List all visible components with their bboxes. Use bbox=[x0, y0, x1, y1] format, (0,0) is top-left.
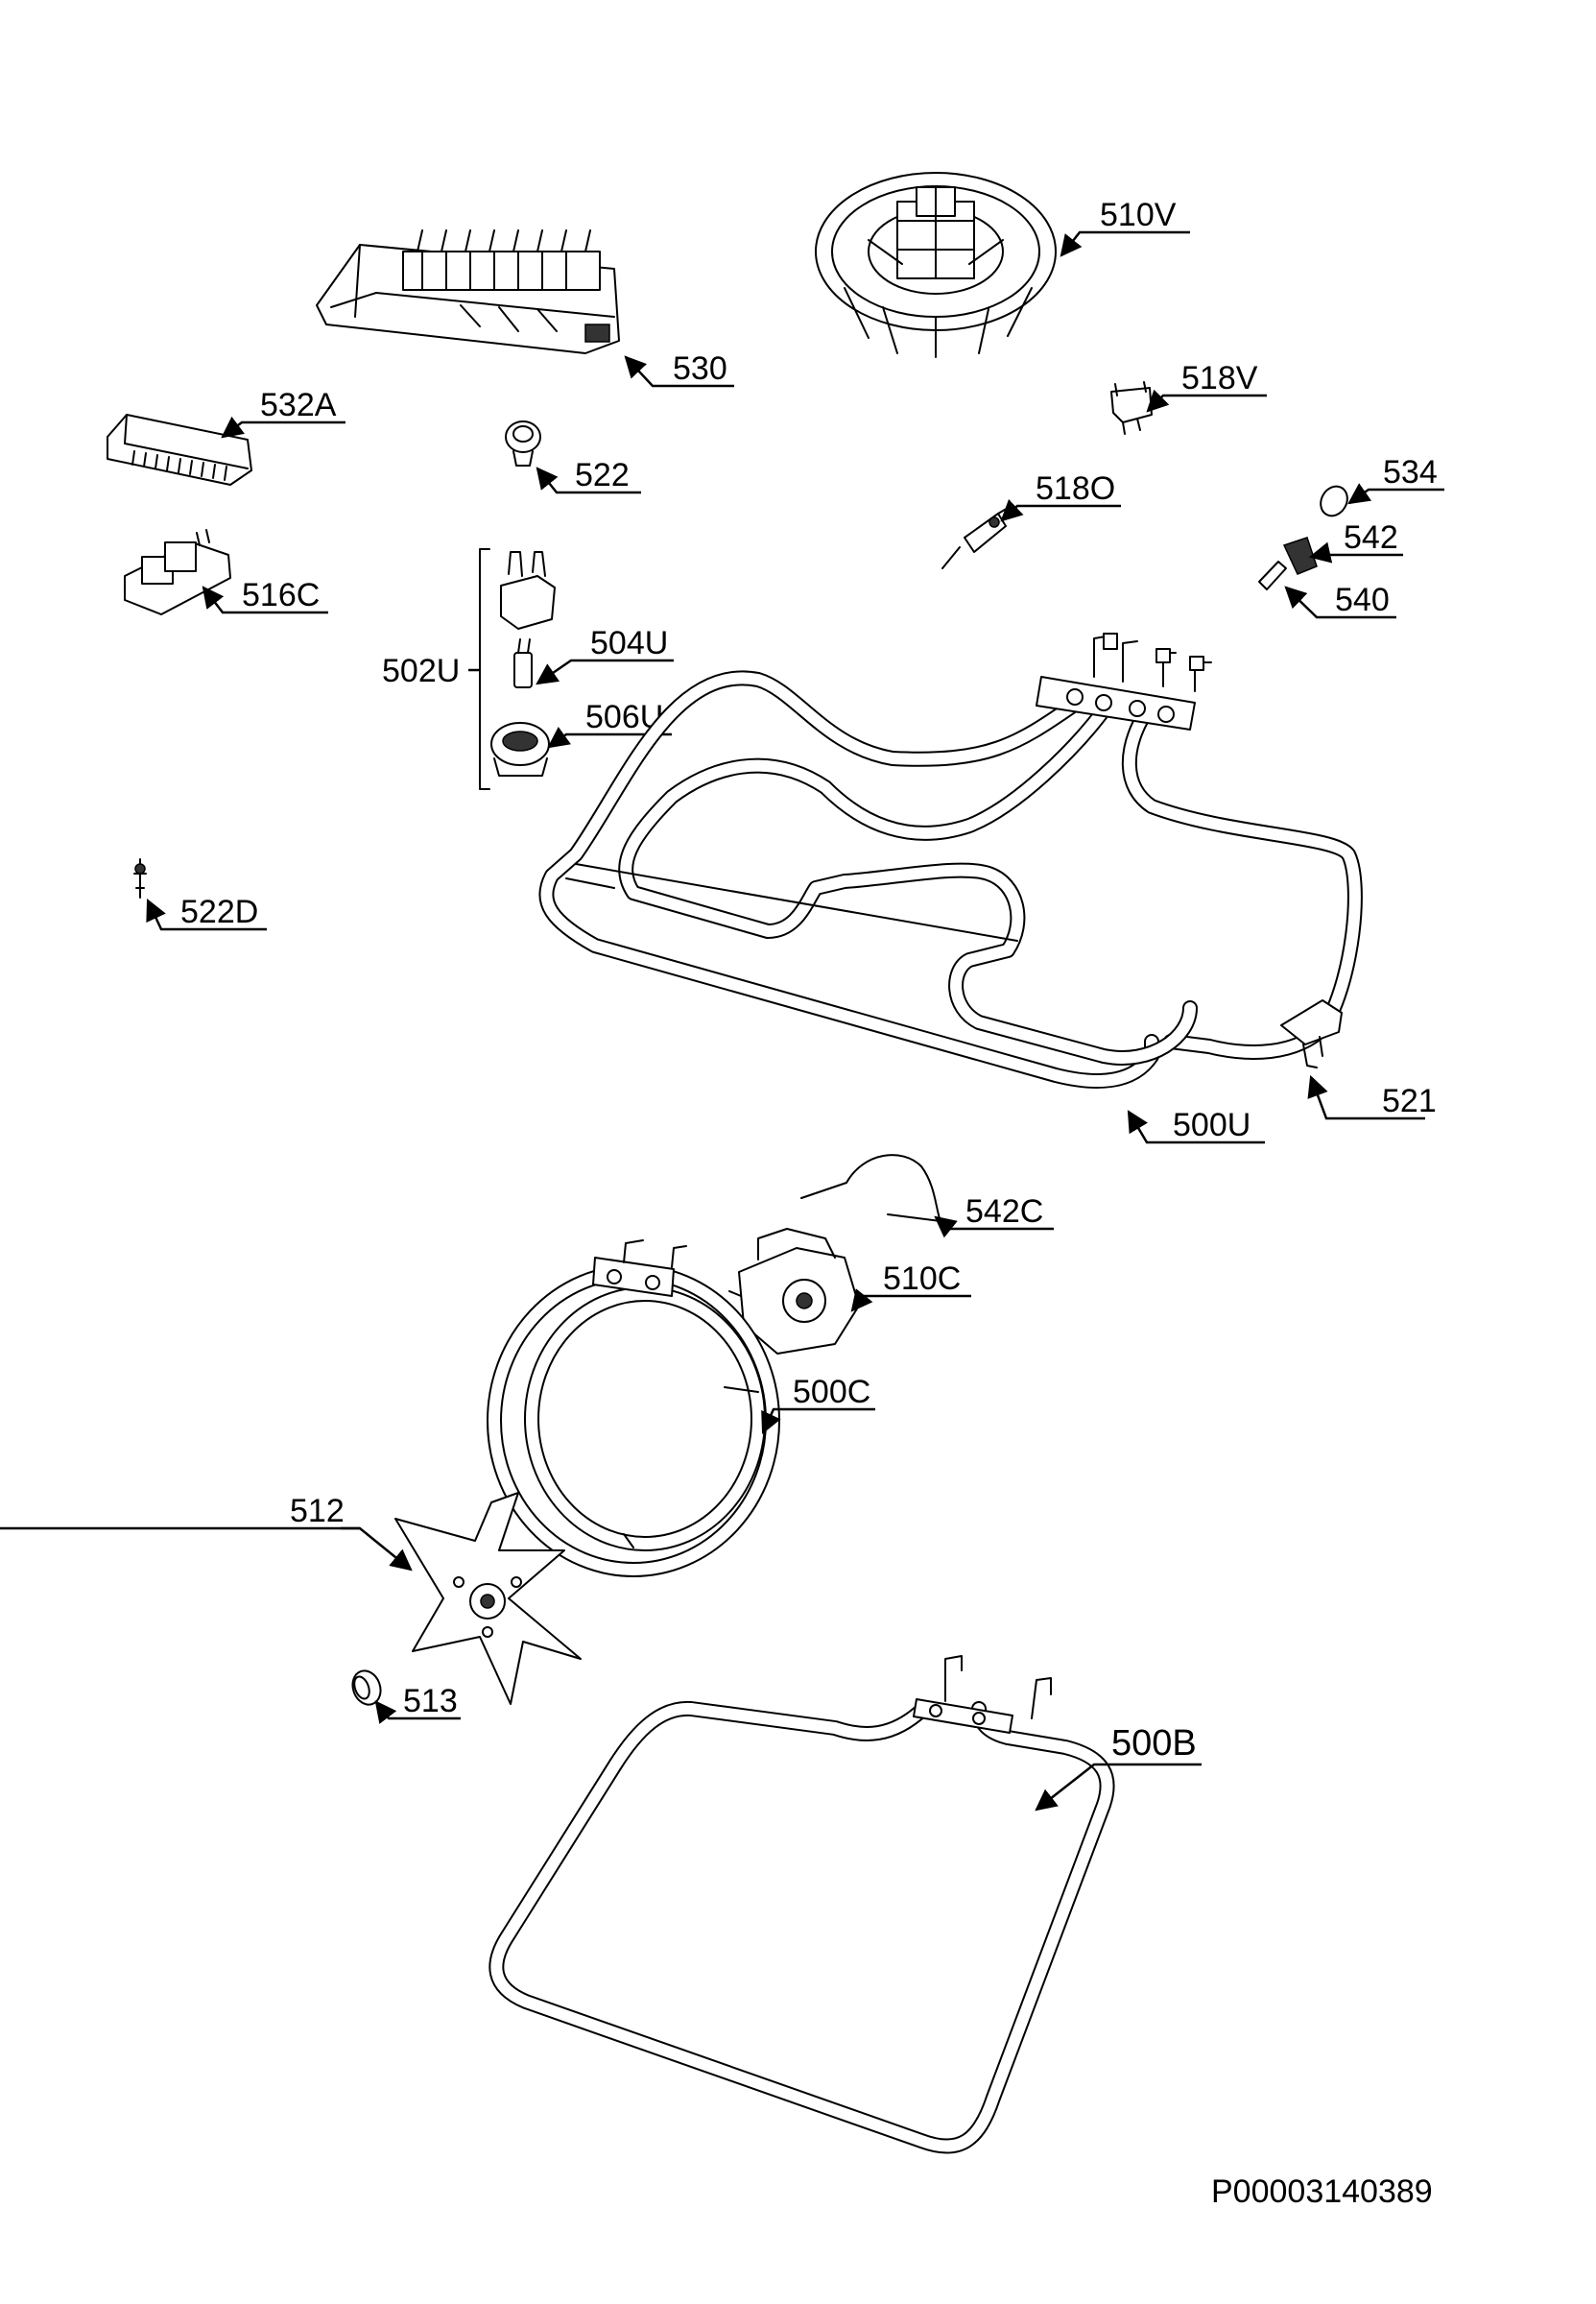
label-518o: 518O bbox=[1036, 470, 1115, 507]
callout-532a: 532A bbox=[221, 387, 345, 439]
callout-512: 512 bbox=[0, 1493, 413, 1572]
callout-500c: 500C bbox=[761, 1374, 875, 1435]
label-500c: 500C bbox=[793, 1374, 870, 1410]
label-500u: 500U bbox=[1173, 1107, 1251, 1143]
callout-521: 521 bbox=[1307, 1074, 1437, 1120]
label-530: 530 bbox=[673, 350, 727, 387]
label-522d: 522D bbox=[180, 894, 258, 930]
part-522d-pin bbox=[133, 858, 147, 899]
callout-540: 540 bbox=[1284, 582, 1396, 619]
callout-522d: 522D bbox=[146, 894, 267, 931]
callout-510c: 510C bbox=[850, 1260, 971, 1312]
part-512-fan-blade bbox=[394, 1492, 582, 1705]
part-532a-connector-strip bbox=[107, 414, 252, 486]
callout-502u: 502U bbox=[382, 653, 480, 689]
callout-522: 522 bbox=[536, 457, 641, 494]
callout-542c: 542C bbox=[934, 1193, 1054, 1238]
label-513: 513 bbox=[403, 1683, 458, 1719]
label-521: 521 bbox=[1382, 1083, 1437, 1119]
callout-500u: 500U bbox=[1127, 1107, 1265, 1144]
part-500b-bottom-element bbox=[488, 1655, 1115, 2154]
part-540-clip bbox=[1258, 561, 1287, 590]
part-542-lens bbox=[1282, 537, 1318, 575]
callout-534: 534 bbox=[1347, 454, 1444, 505]
callout-530: 530 bbox=[624, 350, 734, 388]
part-522-lamp-holder bbox=[505, 420, 541, 467]
callout-510v: 510V bbox=[1060, 197, 1190, 257]
label-534: 534 bbox=[1383, 454, 1438, 491]
label-518v: 518V bbox=[1181, 360, 1258, 396]
part-530-terminal-block bbox=[316, 229, 620, 354]
callout-516c: 516C bbox=[202, 577, 328, 614]
label-542c: 542C bbox=[965, 1193, 1043, 1230]
label-516c: 516C bbox=[242, 577, 320, 613]
callout-513: 513 bbox=[374, 1683, 461, 1724]
part-518o-sensor bbox=[941, 506, 1011, 569]
part-518v-bracket bbox=[1110, 381, 1153, 435]
part-542c-wire-clip bbox=[800, 1154, 941, 1222]
label-540: 540 bbox=[1335, 582, 1390, 618]
label-504u: 504U bbox=[590, 625, 668, 661]
callout-500b: 500B bbox=[1035, 1723, 1202, 1812]
label-502u: 502U bbox=[382, 653, 460, 689]
label-522: 522 bbox=[575, 457, 630, 493]
part-500u-grill-element bbox=[538, 633, 1363, 1089]
callout-504u: 504U bbox=[536, 625, 674, 685]
part-513-nut bbox=[351, 1669, 382, 1706]
label-512: 512 bbox=[290, 1493, 345, 1529]
part-521-hook-bracket bbox=[1280, 999, 1343, 1068]
callout-518o: 518O bbox=[1000, 470, 1121, 522]
callout-518v: 518V bbox=[1146, 360, 1267, 413]
part-502u-lamp-assembly bbox=[479, 548, 556, 790]
part-510v-fan-motor bbox=[815, 172, 1057, 358]
label-532a: 532A bbox=[260, 387, 337, 423]
part-534-cap bbox=[1320, 485, 1348, 517]
label-510v: 510V bbox=[1100, 197, 1177, 233]
callout-542: 542 bbox=[1308, 519, 1403, 564]
label-542: 542 bbox=[1344, 519, 1398, 556]
label-510c: 510C bbox=[883, 1260, 961, 1297]
part-516c-relay-board bbox=[124, 529, 231, 615]
label-500b: 500B bbox=[1111, 1723, 1197, 1764]
part-500c-ring-element bbox=[487, 1239, 780, 1577]
diagram-id: P00003140389 bbox=[1211, 2173, 1433, 2210]
